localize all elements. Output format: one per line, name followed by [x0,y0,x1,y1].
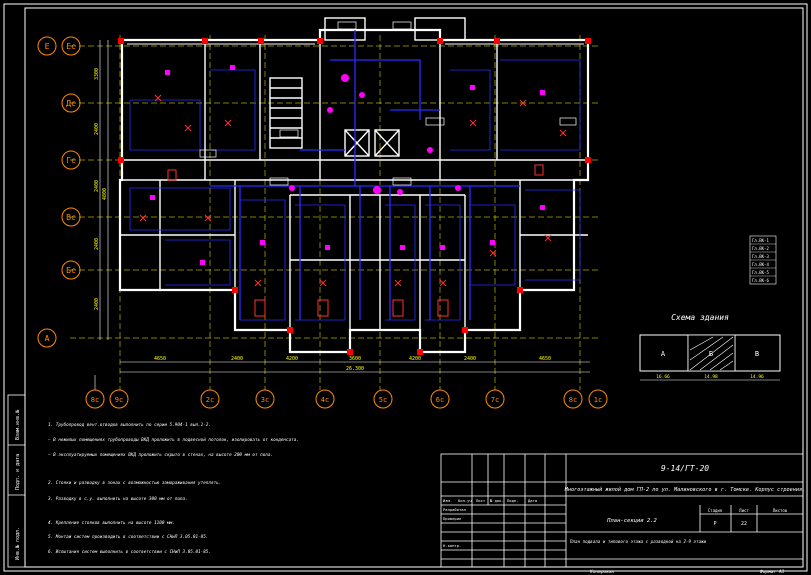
dim-left-3: 2400 [94,180,100,192]
bottom-dimensions: 4650 2400 4200 3600 4200 2400 4650 26.30… [120,356,590,373]
axis-bottom-7: 6с [436,396,444,404]
axis-bottom-1: 8с [91,396,99,404]
copied-label: Копировал [589,569,615,575]
pipe-network [129,30,581,321]
axis-bottom-4: 3с [261,396,269,404]
interior-walls [120,17,588,330]
legend-item-3: Гл.ВК-3 [752,254,769,259]
axis-bottom-3: 2с [206,396,214,404]
schema-label-3: В [755,350,759,358]
axis-bottom-10: 1с [594,396,602,404]
title-block [440,453,804,568]
legend-item-6: Гл.ВК-6 [752,278,769,283]
note-4: 2. Стояки и разводку в зонах с возможнос… [48,480,221,486]
side-stamp-1: Инв.№ подл. [15,527,21,560]
schema-dim-1: 16.66 [656,374,670,380]
dim-bottom-7: 4650 [539,356,551,362]
left-axis-markers: Е Ес Дс Гс Вс Бс А [37,36,81,348]
schema-label-1: А [661,350,666,358]
dim-bottom-1: 4650 [154,356,166,362]
bottom-axis-labels: 8с 9с 2с 3с 4с 5с 6с 7с 8с 1с [91,396,602,404]
axis-top-1: Е [45,42,50,51]
role-2: Проверил [443,516,461,521]
stage-value: Р [713,521,716,527]
dim-bottom-total: 26.300 [346,366,364,372]
axis-top-2: Ес [66,42,76,51]
fixtures [139,94,567,317]
schema-dim-2: 14.98 [704,374,718,380]
dim-bottom-6: 2400 [464,356,476,362]
stage-header: Стадия [708,508,722,513]
col-header-2: Кол.уч [458,498,472,503]
axis-bottom-6: 5с [379,396,387,404]
side-stamp-3: Взам.инв.№ [15,410,21,440]
role-1: Разработал [443,507,466,512]
format-label: Формат А3 [760,569,785,575]
dim-bottom-4: 3600 [349,356,361,362]
dim-bottom-3: 4200 [286,356,298,362]
sheet-value: 22 [741,521,747,527]
axis-left-4: Бс [66,266,76,275]
note-7: 5. Монтаж систем производить в соответст… [48,534,208,540]
axis-left-5: А [45,334,50,343]
schema-dim-3: 14.96 [750,374,764,380]
subtitle: План-секции 2.2 [606,518,657,524]
note-6: 4. Крепление стояков выполнить на высоте… [48,520,175,526]
note-2: – В нежилых помещениях трубопроводы ВКД … [47,436,299,443]
role-5: Н.контр. [443,543,461,548]
note-8: 6. Испытания систем выполнить в соответс… [48,549,211,555]
side-stamp-2: Подп. и дата [15,454,21,490]
axis-bottom-2: 9с [115,396,123,404]
dim-left-1: 3300 [94,68,100,80]
axis-left-1: Дс [66,99,76,108]
note-3: – В эксплуатируемых помещениях ВКД проло… [47,452,273,458]
axis-bottom-5: 4с [321,396,329,404]
legend-item-4: Гл.ВК-4 [752,262,769,267]
pipe-tags [199,21,577,186]
sheet-header: Лист [739,508,749,513]
axis-left-3: Вс [66,213,76,222]
dim-left-6: 4800 [102,188,108,200]
schema-title: Схема здания [671,313,729,322]
col-header-3: Лист [476,498,485,503]
dim-bottom-5: 4200 [409,356,421,362]
dim-bottom-2: 2400 [231,356,243,362]
schema-label-2: Б [709,350,713,358]
note-1: 1. Трубопровод вент.отводов выполнить по… [48,421,211,428]
project-title: Многоэтажный жилой дом ГП-2 по ул. Малин… [564,487,805,493]
col-header-6: Дата [528,498,537,503]
dim-left-4: 2400 [94,238,100,250]
legend-item-2: Гл.ВК-2 [752,246,769,251]
building-schema: Схема здания А Б В 16.66 14.98 14.96 [639,313,781,381]
axis-bottom-9: 8с [569,396,577,404]
legend-item-1: Гл.ВК-1 [752,238,769,243]
legend-item-5: Гл.ВК-5 [752,270,769,275]
sheets-header: Листов [773,508,787,513]
note-5: 3. Разводку в с.у. выполнить на высоте 3… [47,496,188,502]
general-notes: 1. Трубопровод вент.отводов выполнить по… [47,421,299,555]
col-header-5: Подп. [507,498,518,503]
dim-left-5: 2400 [94,298,100,310]
axis-left-2: Гс [66,156,76,165]
title-block-text: 9-14/ГТ-20 Многоэтажный жилой дом ГП-2 п… [443,464,805,575]
sheet-frame [3,3,808,572]
col-header-4: № док. [490,498,504,503]
col-header-1: Изм. [443,498,452,503]
legend-box: Гл.ВК-1 Гл.ВК-2 Гл.ВК-3 Гл.ВК-4 Гл.ВК-5 … [749,235,777,285]
axis-bottom-8: 7с [491,396,499,404]
side-stamps: Инв.№ подл. Подп. и дата Взам.инв.№ [7,394,26,568]
left-dimensions: 3300 2400 2400 2400 2400 4800 [94,40,109,340]
bottom-axis-markers [85,375,608,409]
columns [118,38,591,355]
risers [150,65,545,265]
dim-left-2: 2400 [94,123,100,135]
drawing-name: План подвала и типового этажа с разводко… [569,539,707,544]
doc-code: 9-14/ГТ-20 [661,464,709,473]
